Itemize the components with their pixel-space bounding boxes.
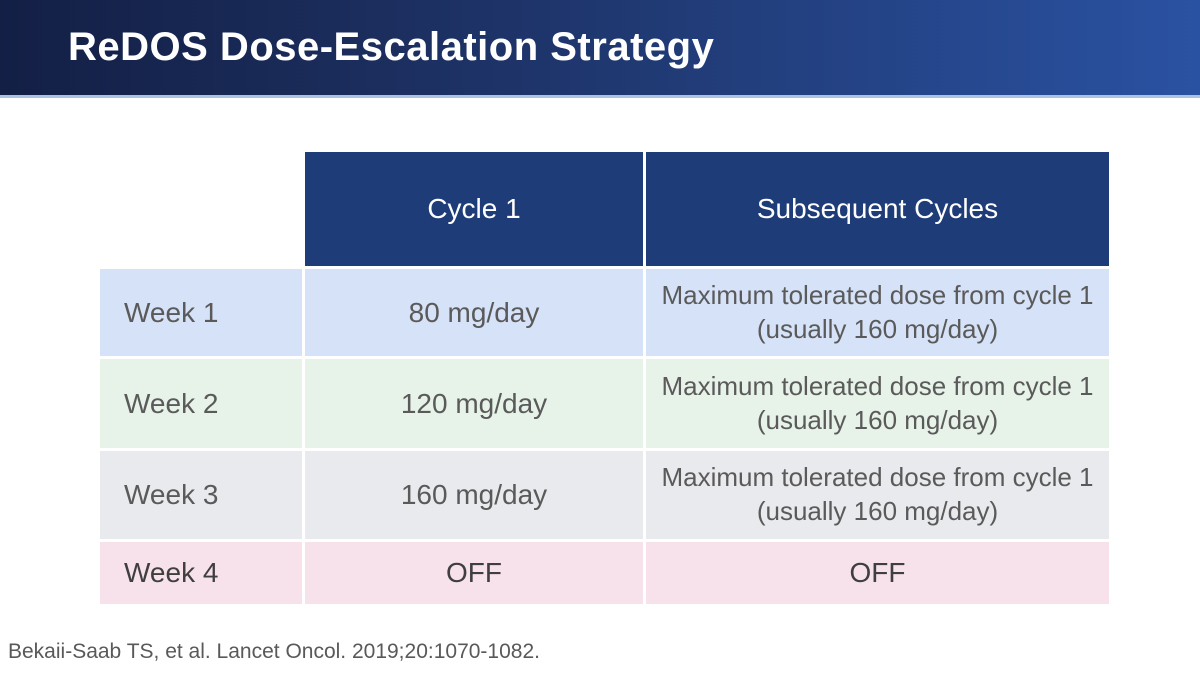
title-bar: ReDOS Dose-Escalation Strategy [0, 0, 1200, 98]
subsequent-value-week3: Maximum tolerated dose from cycle 1 (usu… [646, 451, 1109, 539]
row-label-week3: Week 3 [100, 451, 302, 539]
subsequent-value-week2: Maximum tolerated dose from cycle 1 (usu… [646, 359, 1109, 448]
row-label-week2: Week 2 [100, 359, 302, 448]
cycle1-value-week1: 80 mg/day [305, 269, 643, 356]
table-corner-cell [100, 152, 302, 266]
column-header-subsequent-cycles: Subsequent Cycles [646, 152, 1109, 266]
dose-escalation-table: Cycle 1 Subsequent Cycles Week 1 80 mg/d… [100, 152, 1109, 604]
cycle1-value-week4: OFF [305, 542, 643, 604]
cycle1-value-week2: 120 mg/day [305, 359, 643, 448]
slide-title: ReDOS Dose-Escalation Strategy [68, 25, 715, 69]
row-label-week1: Week 1 [100, 269, 302, 356]
subsequent-value-week1: Maximum tolerated dose from cycle 1 (usu… [646, 269, 1109, 356]
citation-text: Bekaii-Saab TS, et al. Lancet Oncol. 201… [8, 640, 540, 663]
cycle1-value-week3: 160 mg/day [305, 451, 643, 539]
subsequent-value-week4: OFF [646, 542, 1109, 604]
column-header-cycle1: Cycle 1 [305, 152, 643, 266]
row-label-week4: Week 4 [100, 542, 302, 604]
